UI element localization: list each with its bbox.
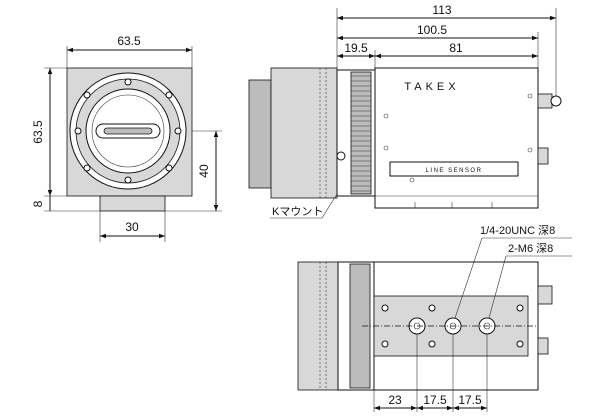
mount-screw: [83, 91, 91, 99]
sensor-window: [103, 127, 153, 135]
tripod-hole-label: 1/4-20UNC 深8: [480, 224, 555, 237]
line-sensor-plate: [389, 161, 519, 177]
dim-body-length: 100.5: [417, 23, 447, 37]
dim-hole-pitch-2: 17.5: [423, 393, 447, 407]
mount-screw: [165, 164, 173, 172]
dim-hole-pitch-1: 23: [388, 393, 402, 407]
dim-front-width: 63.5: [117, 34, 141, 48]
dim-housing: 81: [449, 41, 463, 55]
m6-hole-label: 2-M6 深8: [508, 242, 553, 255]
side-screw: [336, 151, 346, 161]
side-view: LINE SENSOR TAKEX Kマウント 113 100.5 19.5 8…: [248, 3, 562, 219]
brand-label: TAKEX: [404, 81, 459, 93]
lens-front: [248, 79, 272, 189]
dim-mount-height: 40: [197, 164, 211, 178]
power-connector: [537, 147, 549, 165]
line-sensor-label: LINE SENSOR: [426, 168, 483, 174]
front-view: 63.5 63.5 8 40 30: [31, 34, 222, 242]
mount-screw: [83, 164, 91, 172]
dim-flange: 19.5: [344, 41, 368, 55]
mount-screw: [165, 91, 173, 99]
dim-front-height: 63.5: [31, 120, 45, 144]
mount-screw: [124, 78, 132, 86]
camera-housing: [374, 67, 539, 209]
bottom-lens: [297, 261, 339, 391]
mount-screw: [74, 127, 82, 135]
dim-base-height: 8: [31, 200, 45, 207]
bnc-connector: [537, 93, 553, 109]
mount-screw: [124, 176, 132, 184]
front-base: [99, 195, 166, 212]
bottom-view: 1/4-20UNC 深8 2-M6 深8 23 17.5 17.5: [297, 224, 572, 412]
mount-knurl: [350, 71, 372, 195]
mount-bore: [91, 94, 165, 168]
dim-total-length: 113: [432, 3, 451, 17]
dim-hole-pitch-3: 17.5: [458, 393, 482, 407]
lens-barrel: [270, 67, 338, 199]
mount-screw: [174, 127, 182, 135]
dim-mount-width: 30: [125, 220, 139, 234]
k-mount-label: Kマウント: [272, 205, 323, 218]
